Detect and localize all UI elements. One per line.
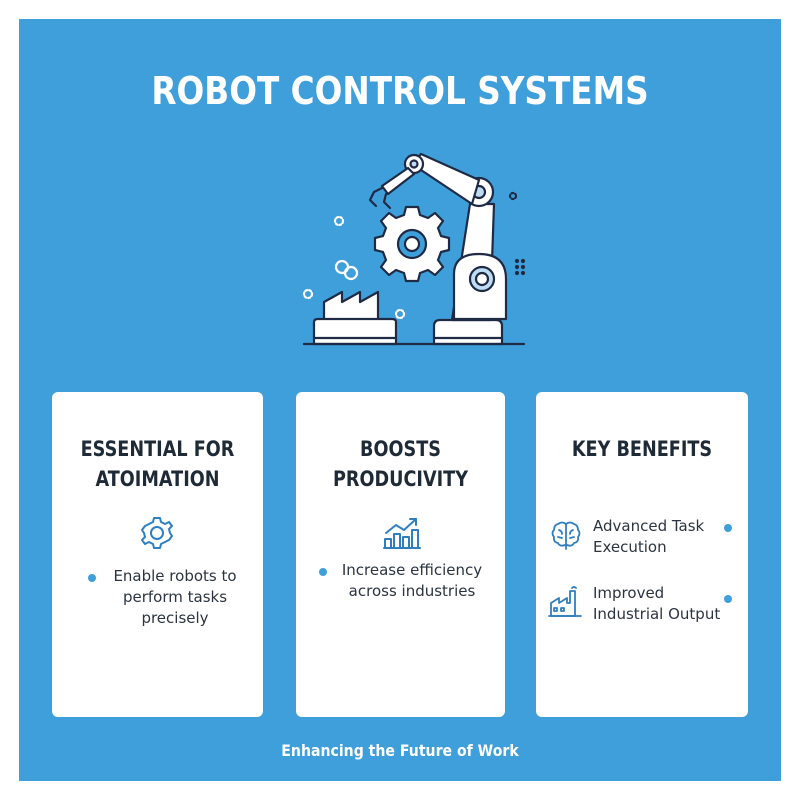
item-text-line: Industrial Output <box>593 605 721 623</box>
item-text: Increase efficiency across industries <box>332 560 492 602</box>
bullet <box>724 524 732 532</box>
item-text-line: Advanced Task <box>593 517 705 535</box>
card-title: BOOSTS PRODUCIVITY <box>313 434 489 494</box>
card-title-line: BOOSTS <box>360 437 441 461</box>
card-boosts-productivity: BOOSTS PRODUCIVITY Increase efficiency a… <box>296 392 505 717</box>
item-text-line: perform tasks <box>122 588 228 606</box>
robotic-arm-illustration <box>302 152 526 346</box>
item-text-line: across industries <box>348 582 476 600</box>
item-text-line: Increase efficiency <box>341 561 483 579</box>
poster: ROBOT CONTROL SYSTEMS <box>19 19 781 781</box>
card-title-line: ESSENTIAL FOR <box>80 437 235 461</box>
item-text-line: Enable robots to <box>113 567 237 585</box>
page-title: ROBOT CONTROL SYSTEMS <box>151 69 649 113</box>
item-text-line: precisely <box>141 609 209 627</box>
card-title: ESSENTIAL FOR ATOIMATION <box>69 434 246 494</box>
card-essential-for-automation: ESSENTIAL FOR ATOIMATION Enable robots t… <box>52 392 263 717</box>
bar-chart-trend-icon <box>383 518 421 549</box>
brain-icon <box>551 521 581 550</box>
item-text: Advanced Task Execution <box>593 516 723 558</box>
item-text: Enable robots to perform tasks precisely <box>100 566 250 629</box>
card-title-line: PRODUCIVITY <box>332 467 469 491</box>
item-text: Improved Industrial Output <box>593 583 728 625</box>
item-text-line: Improved <box>593 584 665 602</box>
card-title-line: KEY BENEFITS <box>571 437 713 461</box>
footer-tagline: Enhancing the Future of Work <box>281 741 519 760</box>
factory-icon <box>548 586 582 617</box>
item-text-line: Execution <box>593 538 667 556</box>
bullet <box>88 574 96 582</box>
card-title: KEY BENEFITS <box>553 434 731 464</box>
card-key-benefits: KEY BENEFITS Advanced Task Execution <box>536 392 748 717</box>
card-title-line: ATOIMATION <box>95 467 220 491</box>
bullet <box>319 568 327 576</box>
bullet <box>724 595 732 603</box>
gear-icon <box>141 517 173 549</box>
